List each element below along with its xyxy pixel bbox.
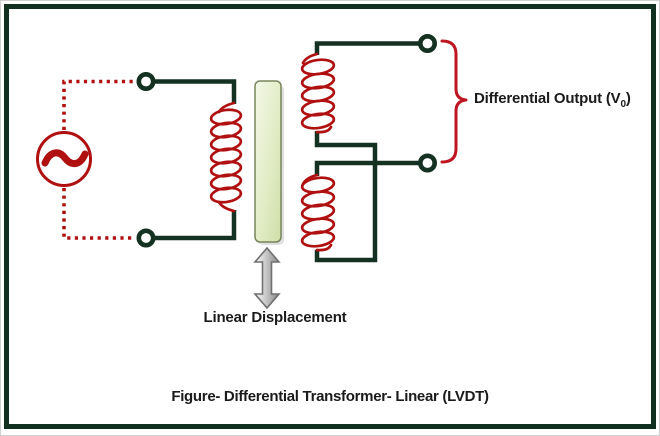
- primary-coil: [209, 101, 243, 213]
- dotted-lead-bottom: [62, 188, 135, 240]
- secondary-series-wire: [314, 131, 378, 263]
- terminal-output-top: [417, 33, 437, 53]
- terminal-primary-bottom: [136, 228, 156, 248]
- terminal-output-bottom: [417, 153, 437, 173]
- linear-displacement-label: Linear Displacement: [203, 309, 347, 326]
- secondary-coil-top: [300, 52, 336, 134]
- core: [254, 80, 282, 243]
- ac-sine-icon: [41, 149, 89, 167]
- differential-output-subscript: 0: [620, 99, 626, 110]
- differential-output-text: Differential Output (V: [474, 90, 621, 107]
- terminal-primary-top: [136, 72, 156, 92]
- primary-wire-bottom: [153, 210, 237, 241]
- differential-output-label: Differential Output (V0): [474, 90, 631, 110]
- output-brace: [440, 39, 468, 164]
- dotted-lead-top: [62, 79, 135, 130]
- differential-output-close: ): [625, 90, 631, 107]
- displacement-arrow-icon: [253, 246, 281, 310]
- figure-caption: Figure- Differential Transformer- Linear…: [171, 388, 489, 405]
- primary-wire-top: [153, 79, 237, 104]
- secondary-bottom-wire: [314, 160, 419, 176]
- secondary-coil-bottom: [300, 173, 336, 252]
- secondary-top-wire: [314, 41, 419, 55]
